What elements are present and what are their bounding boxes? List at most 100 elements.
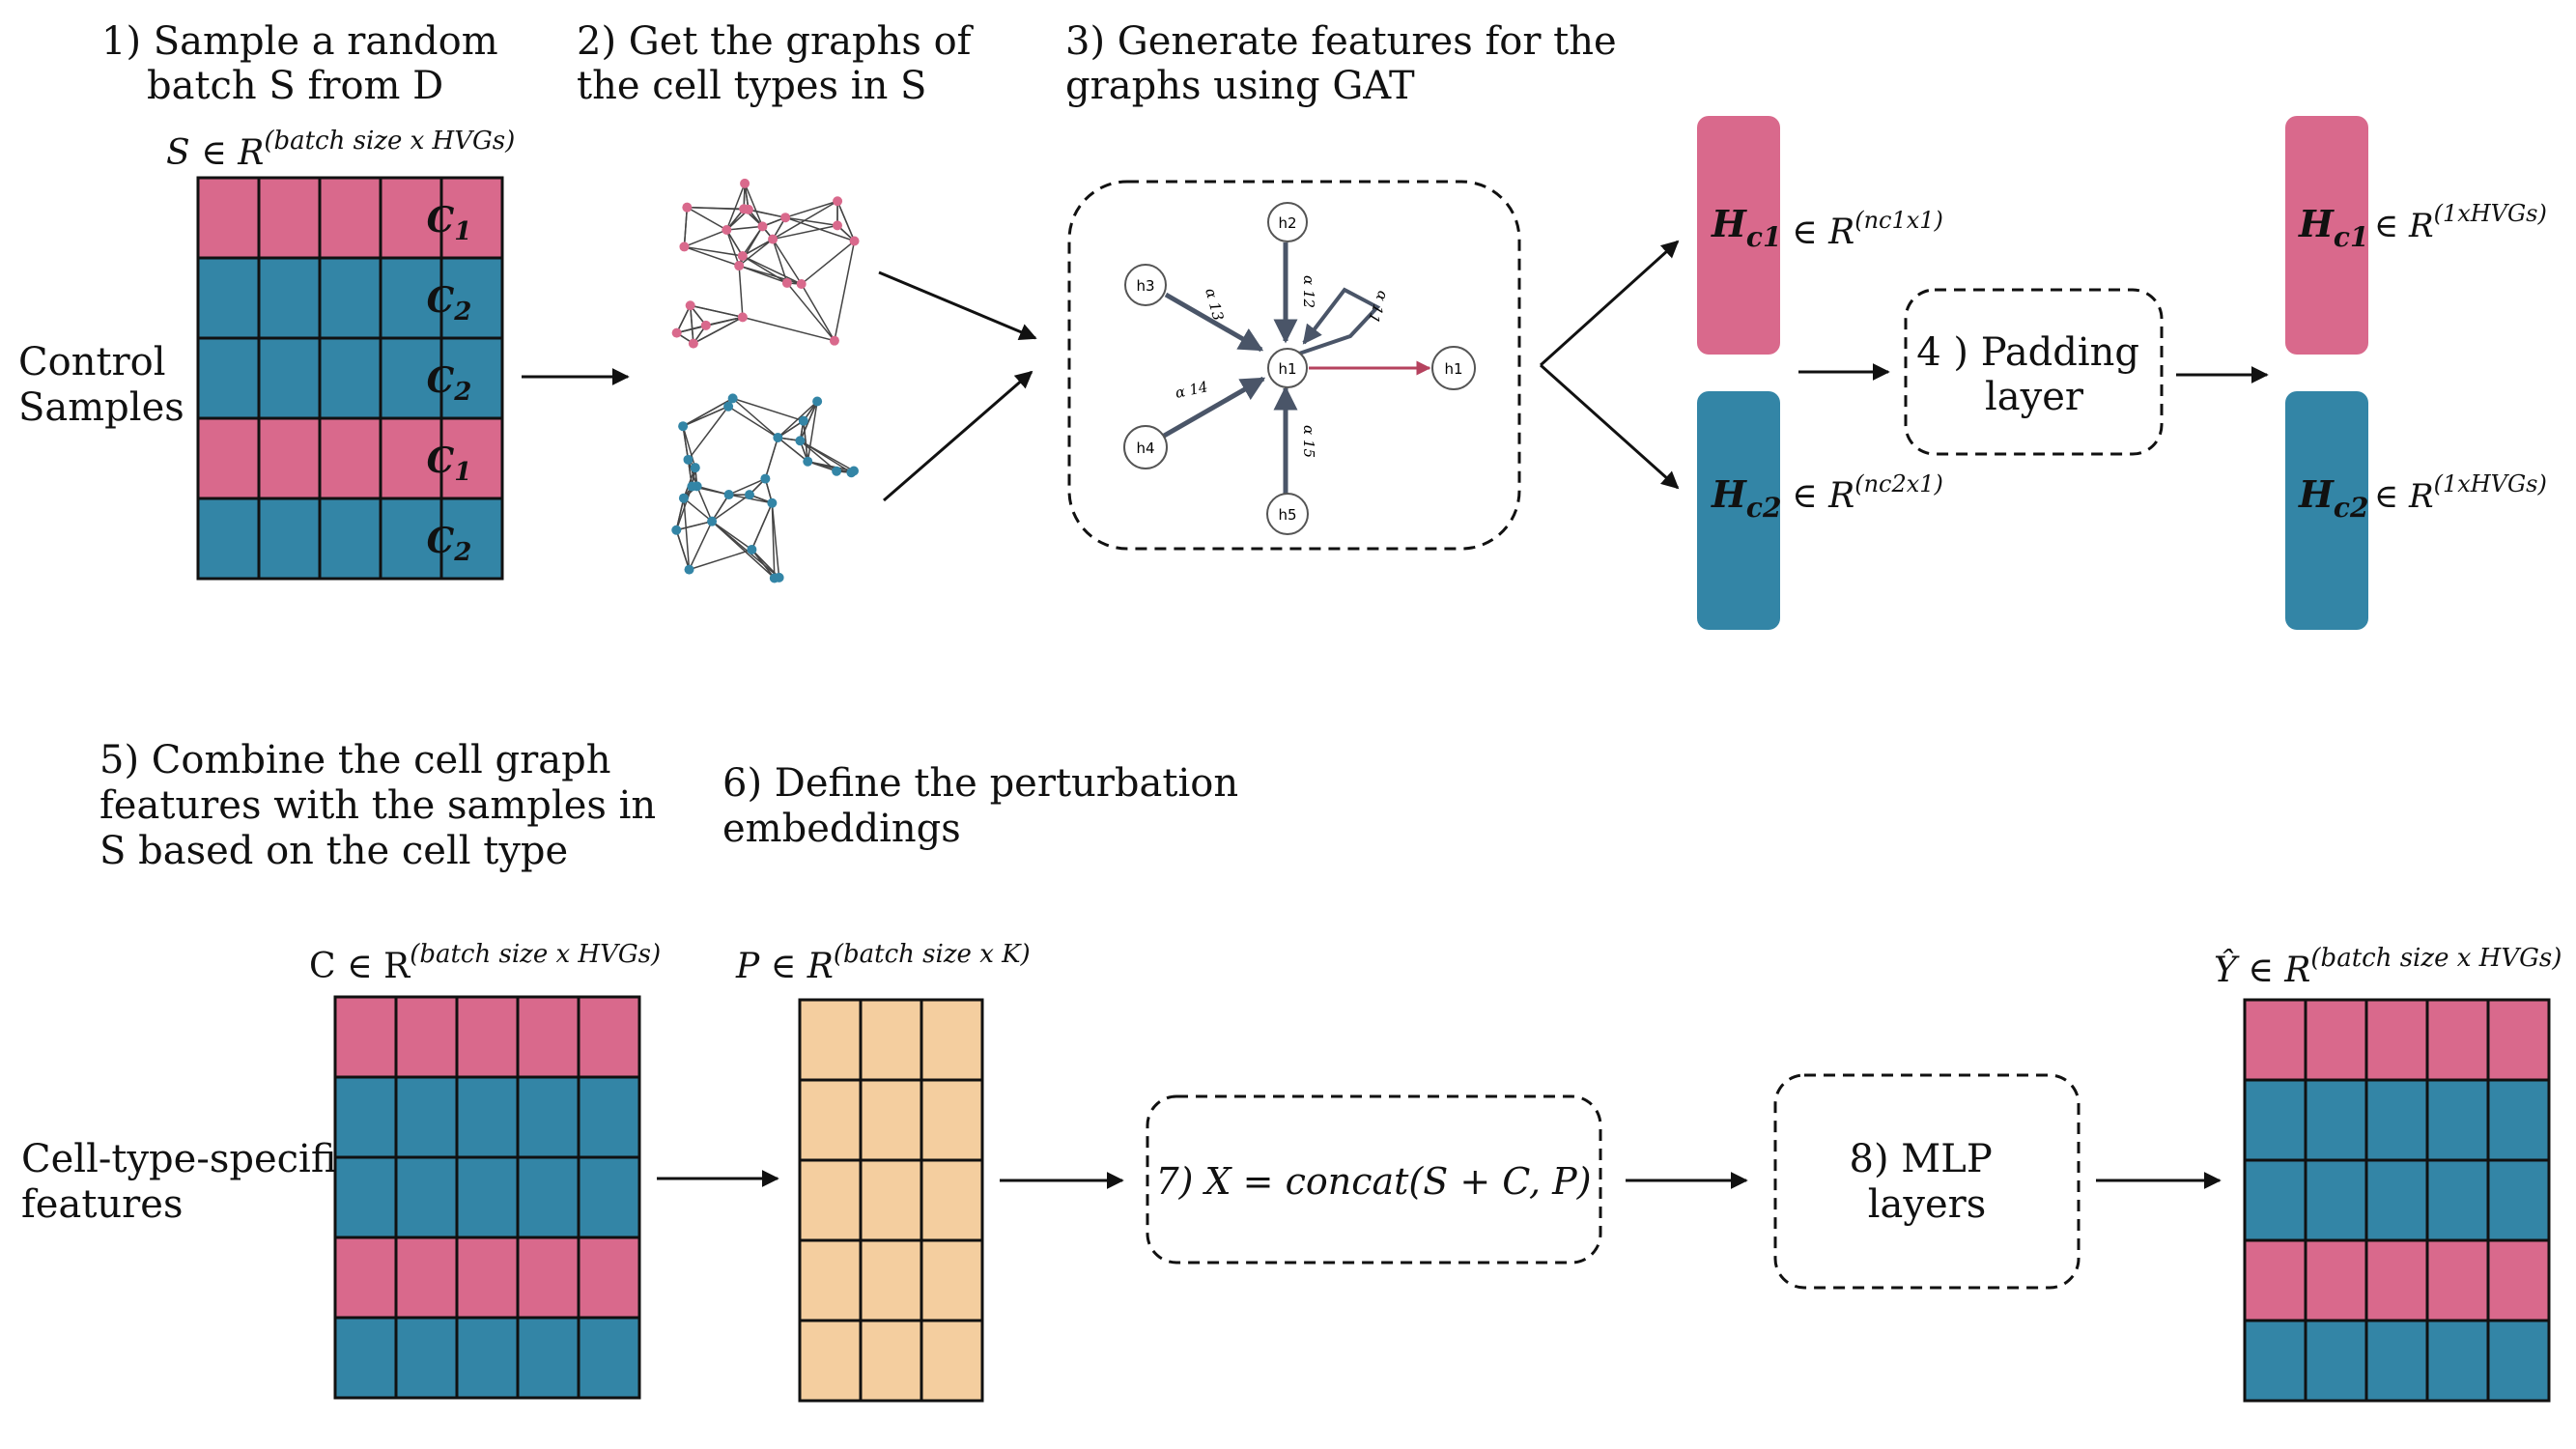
matrix-y-hat-cell (2304, 1319, 2368, 1403)
matrix-p-cell (920, 1078, 984, 1162)
matrix-y-hat-cell (2243, 1238, 2307, 1322)
matrix-c-cell (455, 1236, 520, 1320)
pink-graph-node (734, 261, 745, 271)
hc1-padded-label: Hc1 (2298, 202, 2368, 253)
matrix-c-cell (455, 995, 520, 1079)
matrix-y-hat-cell (2364, 1158, 2429, 1242)
teal-graph-edge (682, 397, 734, 427)
matrix-s-cell (257, 256, 322, 340)
matrix-p (798, 998, 984, 1403)
teal-graph-edge (682, 406, 729, 427)
pink-graph-node (700, 320, 711, 330)
pink-graph-edge (684, 245, 740, 267)
matrix-y-hat-cell (2425, 1238, 2490, 1322)
matrix-s-cell (439, 416, 504, 500)
teal-graph-edge (777, 420, 805, 439)
pink-graph-edge (742, 255, 803, 285)
matrix-y-hat-cell (2304, 1238, 2368, 1322)
teal-graph-node (684, 564, 694, 575)
matrix-y-hat-cell (2486, 1158, 2551, 1242)
teal-graph-edge (777, 437, 808, 463)
pink-graph-edge (690, 304, 744, 319)
matrix-c-cell (394, 1316, 459, 1400)
pink-graph-node (737, 250, 748, 261)
matrix-c-cell (333, 1236, 398, 1320)
matrix-s-row-label: C1 (427, 440, 472, 487)
pink-graph-node (737, 312, 748, 323)
matrix-c-cell (516, 995, 580, 1079)
teal-graph-node (678, 493, 689, 503)
matrix-s-cell (318, 336, 382, 420)
gat-edge-label-11: α 11 (1365, 289, 1393, 326)
pink-graph-node (671, 327, 682, 338)
matrix-s-label: S ∈ R(batch size x HVGs) (166, 127, 515, 173)
pink-graph-edge (772, 224, 838, 241)
matrix-c-label: C ∈ R(batch size x HVGs) (309, 940, 661, 986)
teal-graph-node (773, 432, 783, 442)
matrix-y-hat-cell (2486, 1319, 2551, 1403)
matrix-p-cell (798, 998, 863, 1082)
teal-graph-edge (764, 437, 779, 479)
teal-graph-node (671, 525, 682, 535)
teal-graph-edge (689, 549, 752, 571)
teal-graph-edge (675, 486, 694, 530)
matrix-c-cell (333, 995, 398, 1079)
matrix-y-hat-cell (2364, 1319, 2429, 1403)
teal-graph-edge (711, 521, 780, 579)
matrix-p-cell (920, 1238, 984, 1322)
hc1-padded-dim: ∈ R(1xHVGs) (2374, 200, 2547, 245)
gat-node-h5-label: h5 (1278, 506, 1296, 524)
pink-graph-edge (693, 316, 744, 345)
pink-graph-edge (687, 206, 749, 211)
gat-edge-label-14: α 14 (1174, 378, 1209, 402)
matrix-s-cell (318, 256, 382, 340)
hc1-feature-bar (1697, 116, 1780, 355)
teal-graph-edge (807, 460, 837, 472)
matrix-p-cell (859, 1238, 923, 1322)
teal-graph-node (690, 463, 700, 473)
pink-graph-node (679, 242, 690, 252)
matrix-c-cell (455, 1155, 520, 1239)
matrix-y-hat-cell (2364, 1078, 2429, 1162)
pink-graph-node (832, 220, 842, 231)
pink-graph-edge (684, 229, 727, 248)
pink-graph-node (685, 300, 695, 311)
step1-label: 1) Sample a random batch S from D (101, 19, 510, 108)
teal-graph-node (723, 490, 734, 500)
teal-graph-edge (682, 426, 690, 460)
matrix-s-row-label: C2 (427, 360, 472, 407)
teal-graph-edge (711, 494, 730, 523)
pink-graph-node (682, 202, 693, 213)
matrix-s-cell (196, 256, 261, 340)
matrix-y-hat-cell (2486, 1238, 2551, 1322)
matrix-p-cell (798, 1158, 863, 1242)
matrix-s-row-label: C2 (427, 280, 472, 327)
hc2-label: Hc2 (1711, 472, 1781, 524)
matrix-c-cell (394, 1075, 459, 1159)
teal-graph-node (687, 481, 697, 492)
gat-edge-h3 (1164, 292, 1264, 353)
concat-label: 7) X = concat(S + C, P) (1155, 1160, 1591, 1203)
matrix-y-hat-cell (2243, 998, 2307, 1082)
matrix-s-cell (439, 336, 504, 420)
matrix-p-cell (859, 1078, 923, 1162)
pink-graph-node (833, 196, 843, 207)
teal-graph-node (760, 473, 771, 484)
step3-label: 3) Generate features for the graphs usin… (1065, 19, 1628, 108)
matrix-c-cell (577, 1236, 641, 1320)
pink-graph-edge (676, 325, 707, 334)
matrix-s-cell (196, 497, 261, 581)
gat-node-h2-label: h2 (1278, 214, 1296, 232)
teal-graph-node (795, 436, 806, 446)
matrix-s-cell (439, 497, 504, 581)
teal-graph-edge (750, 549, 780, 579)
pink-graph-edge (834, 241, 856, 341)
step2-label: 2) Get the graphs of the cell types in S (577, 19, 983, 108)
gat-node-h1-label: h1 (1278, 360, 1296, 378)
matrix-c-cell (333, 1316, 398, 1400)
gat-diagram: h2 h3 h1 h1 h4 h5 α 13 α 12 α 11 α 14 α … (1123, 202, 1476, 535)
pink-graph-edge (683, 207, 689, 247)
gat-node-h1 (1267, 348, 1308, 388)
matrix-p-cell (920, 1158, 984, 1242)
